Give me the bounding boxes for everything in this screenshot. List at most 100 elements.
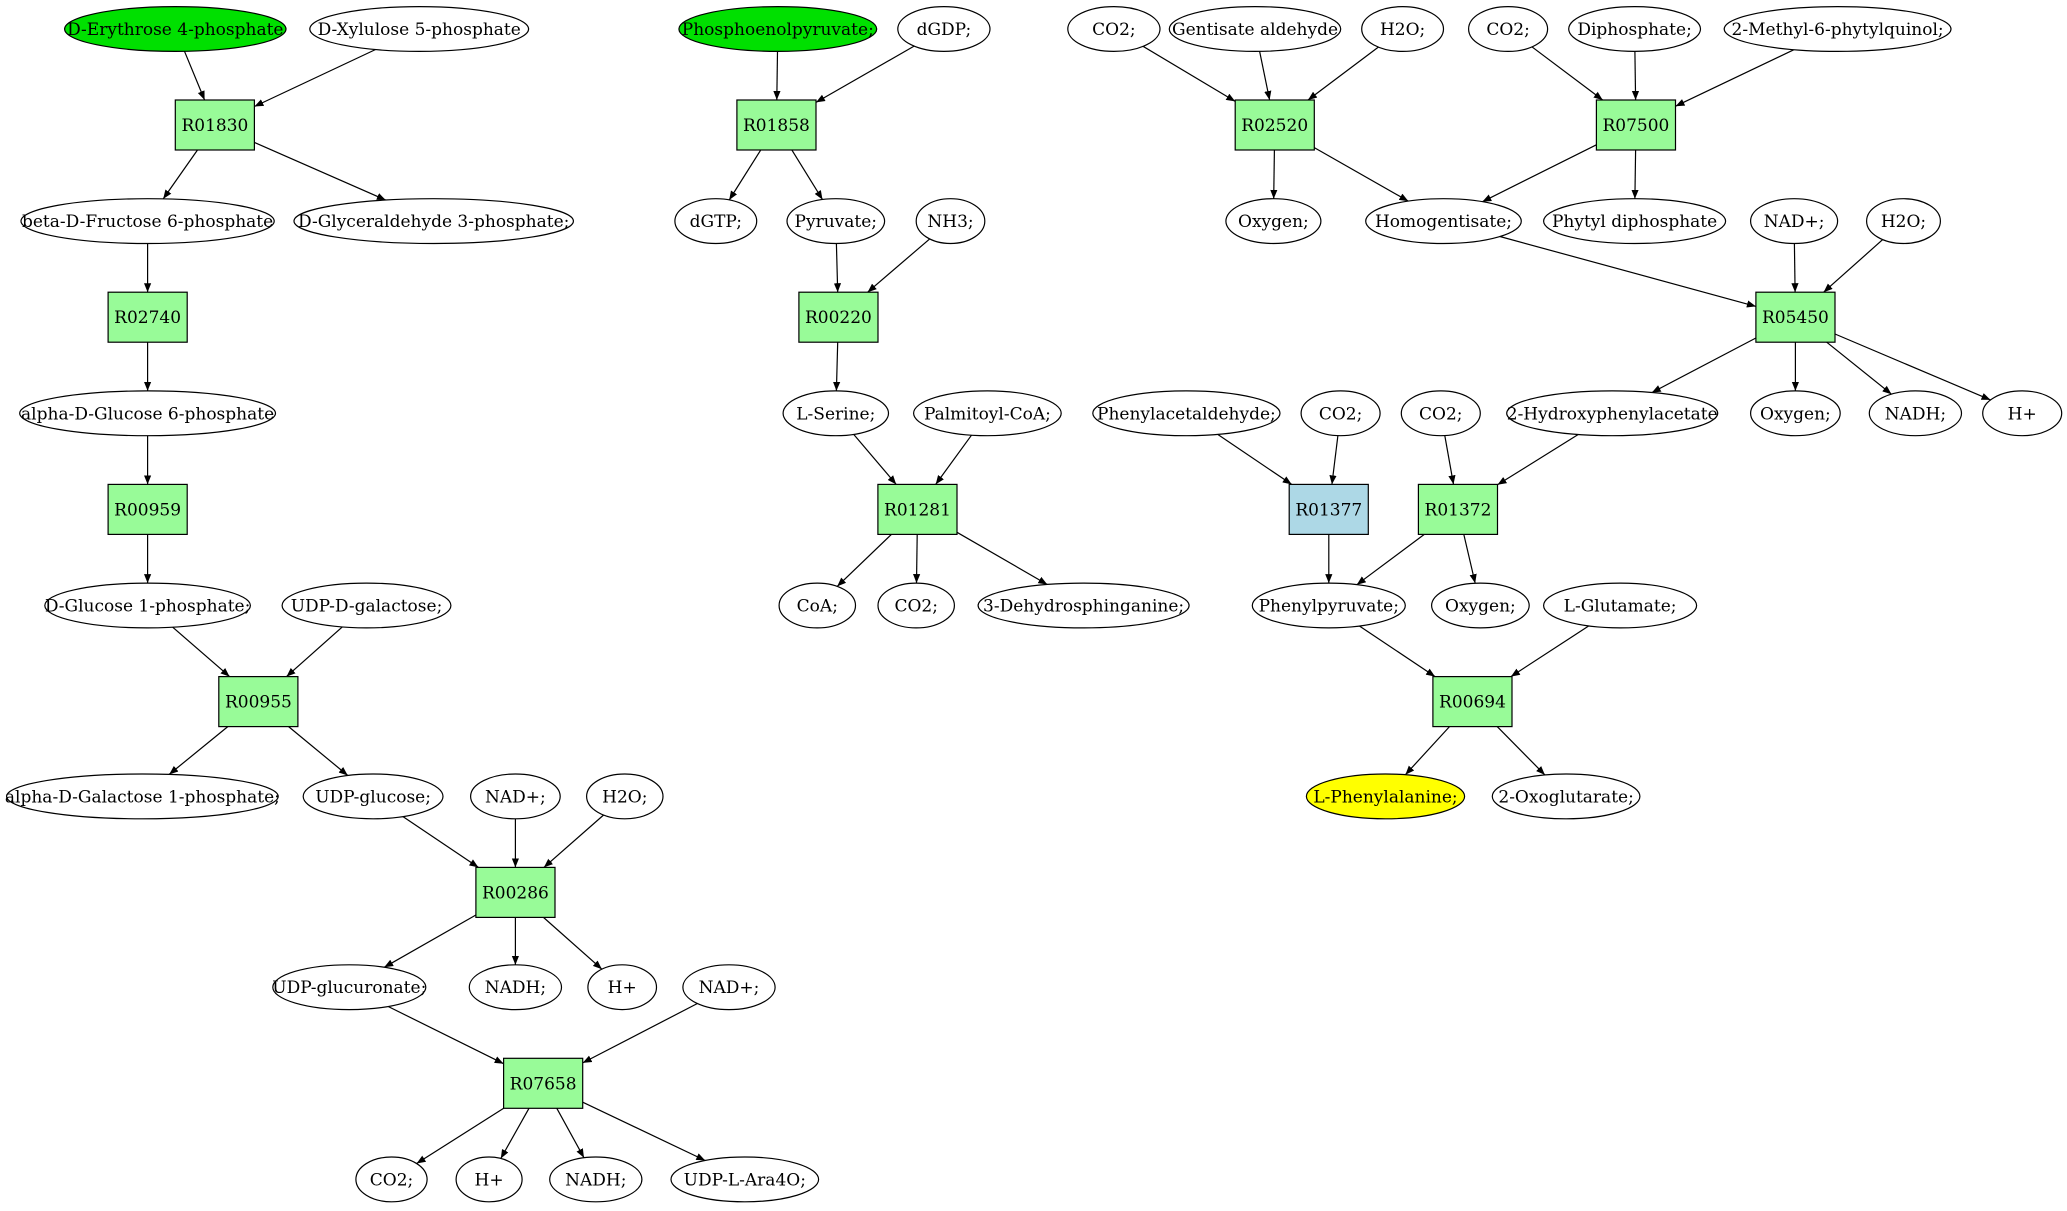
edge-nh3-to-r00220 [867, 238, 931, 293]
reaction-node-r00694: R00694 [1432, 675, 1513, 728]
node-label: D-Xylulose 5-phosphate [318, 20, 521, 40]
metabolite-node-h2o: H2O; [585, 773, 664, 820]
node-label: R00694 [1439, 693, 1506, 713]
metabolite-ellipse [587, 964, 658, 1011]
edge-r01858-to-dgtp [728, 149, 762, 201]
edge-gentisate-aldehyde-to-r02520 [1259, 51, 1272, 101]
node-label: Homogentisate; [1375, 212, 1512, 232]
metabolite-ellipse [778, 582, 857, 629]
reaction-box [1755, 291, 1836, 343]
edge-r05450-to-2-hydroxyphenylacetate [1651, 337, 1757, 394]
metabolite-ellipse [915, 198, 986, 245]
edge-r00694-to-l-phenylalanine [1404, 726, 1450, 776]
metabolite-ellipse [5, 773, 279, 820]
metabolite-node-h-plus: H+ [455, 1156, 523, 1203]
edge-r01281-to-co2 [913, 534, 921, 584]
edge-d-erythrose-4-phosphate-to-r01830 [183, 51, 206, 101]
node-label: 2-Methyl-6-phytylquinol; [1732, 20, 1944, 40]
edge-palmitoyl-coa-to-r01281 [935, 434, 972, 485]
node-label: H+ [608, 978, 637, 998]
node-label: D-Erythrose 4-phosphate [67, 20, 283, 40]
node-label: UDP-D-galactose; [291, 597, 443, 617]
edge-phenylacetaldehyde-to-r01377 [1217, 433, 1293, 485]
metabolite-ellipse [877, 582, 956, 629]
node-label: H2O; [1380, 20, 1425, 40]
node-label: NADH; [565, 1170, 626, 1190]
edge-r02520-to-homogentisate [1314, 147, 1409, 202]
metabolite-node-nad-plus: NAD+; [470, 773, 561, 820]
metabolite-node-nad-plus: NAD+; [1749, 198, 1839, 245]
node-label: Oxygen; [1445, 597, 1516, 617]
edge-d-glucose-1-phosphate-to-r00955 [172, 626, 230, 678]
edge-r07500-to-phytyl-diphosphate [1631, 150, 1639, 199]
edge-r01858-to-pyruvate [791, 149, 824, 200]
edge-r01281-to-coa [836, 533, 892, 587]
node-label: CO2; [1319, 404, 1363, 424]
metabolite-ellipse [302, 773, 444, 820]
metabolite-ellipse [470, 773, 561, 820]
reaction-box [1595, 99, 1677, 151]
reaction-node-r01830: R01830 [174, 99, 256, 151]
metabolite-ellipse [1067, 6, 1161, 52]
reaction-node-r01377: R01377 [1288, 483, 1369, 535]
edge-phenylpyruvate-to-r00694 [1359, 625, 1436, 678]
metabolite-node-alpha-d-glucose-6-phosphate: alpha-D-Glucose 6-phosphate [19, 390, 277, 437]
edge-r07658-to-nadh [556, 1108, 585, 1159]
node-label: R01377 [1295, 500, 1362, 520]
reaction-box [1417, 483, 1499, 535]
edge-h2o-to-r02520 [1307, 46, 1379, 101]
node-label: alpha-D-Galactose 1-phosphate; [5, 787, 280, 807]
node-label: Gentisate aldehyde [1172, 20, 1338, 40]
reaction-node-r02740: R02740 [107, 291, 188, 343]
edge-h2o-to-r00286 [543, 814, 604, 868]
node-label: CO2; [1486, 20, 1530, 40]
node-label: CO2; [894, 597, 938, 617]
edge-r01830-to-d-glyceraldehyde-3-phosphate [254, 141, 387, 201]
edge-r07658-to-udp-l-ara4o [582, 1101, 706, 1162]
node-label: H2O; [602, 787, 647, 807]
metabolite-node-phytyl-diphosphate: Phytyl diphosphate [1542, 198, 1727, 245]
edge-r05450-to-h-plus [1834, 333, 1991, 401]
node-label: alpha-D-Glucose 6-phosphate [21, 404, 274, 424]
metabolite-node-coa: CoA; [778, 582, 857, 629]
metabolite-ellipse [1225, 198, 1322, 245]
edge-l-glutamate-to-r00694 [1510, 625, 1590, 678]
metabolite-node-2-methyl-6-phytylquinol: 2-Methyl-6-phytylquinol; [1723, 6, 1952, 52]
edge-layer [144, 45, 1991, 1165]
node-label: 2-Hydroxyphenylacetate [1507, 404, 1718, 424]
edge-r07658-to-h-plus [500, 1108, 530, 1159]
metabolite-node-nadh: NADH; [549, 1156, 643, 1203]
metabolite-ellipse [1251, 582, 1406, 629]
metabolite-ellipse [1542, 582, 1698, 629]
edge-co2-to-r01372 [1444, 435, 1456, 485]
metabolite-node-h-plus: H+ [587, 964, 658, 1011]
metabolite-ellipse [1506, 390, 1719, 437]
edge-udp-d-galactose-to-r00955 [286, 626, 343, 678]
metabolite-node-nadh: NADH; [1868, 390, 1963, 437]
metabolite-node-co2: CO2; [1300, 390, 1381, 437]
reaction-box [475, 866, 556, 919]
metabolite-node-co2: CO2; [877, 582, 956, 629]
reaction-node-r02520: R02520 [1234, 99, 1315, 151]
metabolite-ellipse [1300, 390, 1381, 437]
edge-co2-to-r07500 [1531, 46, 1604, 101]
node-label: beta-D-Fructose 6-phosphate [22, 212, 273, 232]
metabolite-node-l-phenylalanine: L-Phenylalanine; [1305, 773, 1466, 820]
metabolite-ellipse [977, 582, 1190, 629]
metabolite-node-dgdp: dGDP; [897, 6, 991, 52]
node-label: H2O; [1881, 212, 1926, 232]
metabolite-node-alpha-d-galactose-1-phosphate: alpha-D-Galactose 1-phosphate; [5, 773, 280, 820]
node-label: R00955 [225, 693, 292, 713]
metabolite-node-co2: CO2; [1067, 6, 1161, 52]
node-label: NAD+; [699, 978, 760, 998]
metabolite-node-dgtp: dGTP; [674, 198, 758, 245]
edge-nad-plus-to-r05450 [1791, 243, 1799, 293]
metabolite-node-h2o: H2O; [1865, 198, 1941, 245]
edge-r00286-to-udp-glucuronate [383, 914, 477, 968]
node-label: 3-Dehydrosphinganine; [983, 597, 1184, 617]
edge-2-methyl-6-phytylquinol-to-r07500 [1675, 49, 1795, 107]
metabolite-ellipse [1168, 6, 1342, 52]
node-label: D-Glyceraldehyde 3-phosphate; [298, 212, 569, 232]
metabolite-ellipse [1865, 198, 1941, 245]
metabolite-node-co2: CO2; [1467, 6, 1549, 52]
